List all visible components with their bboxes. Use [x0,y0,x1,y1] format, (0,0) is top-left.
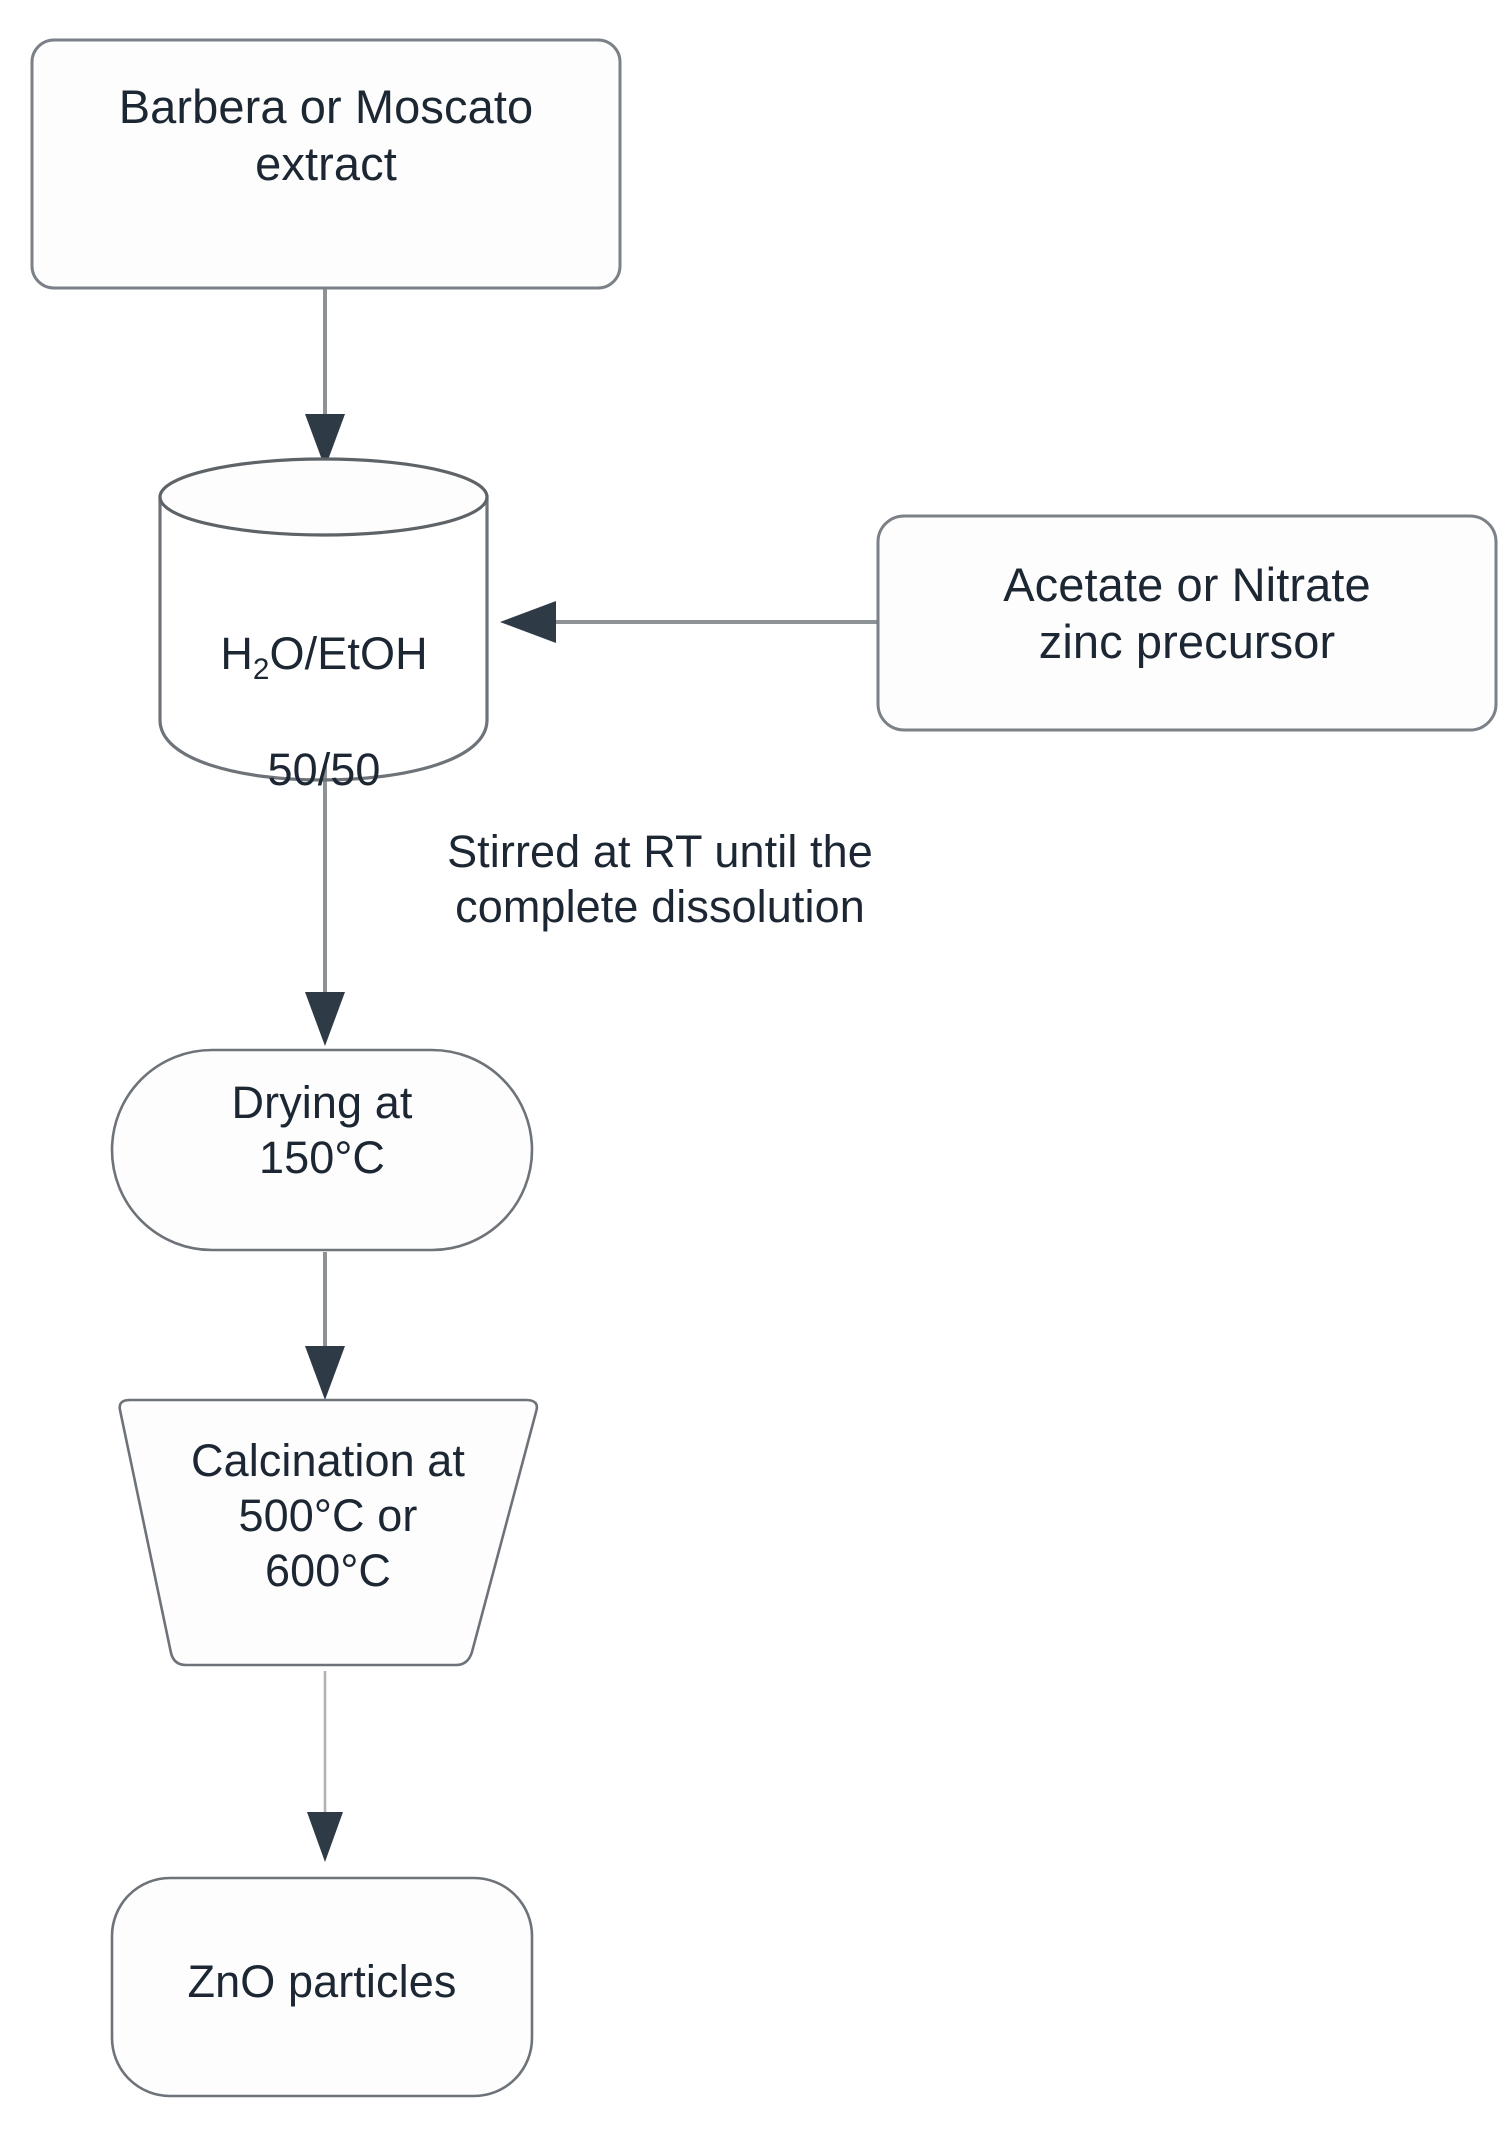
node-product-shape[interactable] [110,1876,534,2098]
edge-drying-to-calcination [305,1252,345,1400]
node-solvent-shape[interactable] [158,457,489,782]
node-drying-shape[interactable] [110,1048,534,1252]
edge-precursor-to-solvent [500,601,878,643]
node-calcination-shape[interactable] [118,1398,539,1667]
edge-calcination-to-product [307,1671,343,1862]
node-precursor-shape[interactable] [876,514,1498,732]
edge-solvent-to-drying-label: Stirred at RT until the complete dissolu… [447,826,873,932]
edge-solvent-to-drying [305,765,345,1046]
node-extract-shape[interactable] [30,38,622,290]
edge-extract-to-solvent [305,288,345,468]
